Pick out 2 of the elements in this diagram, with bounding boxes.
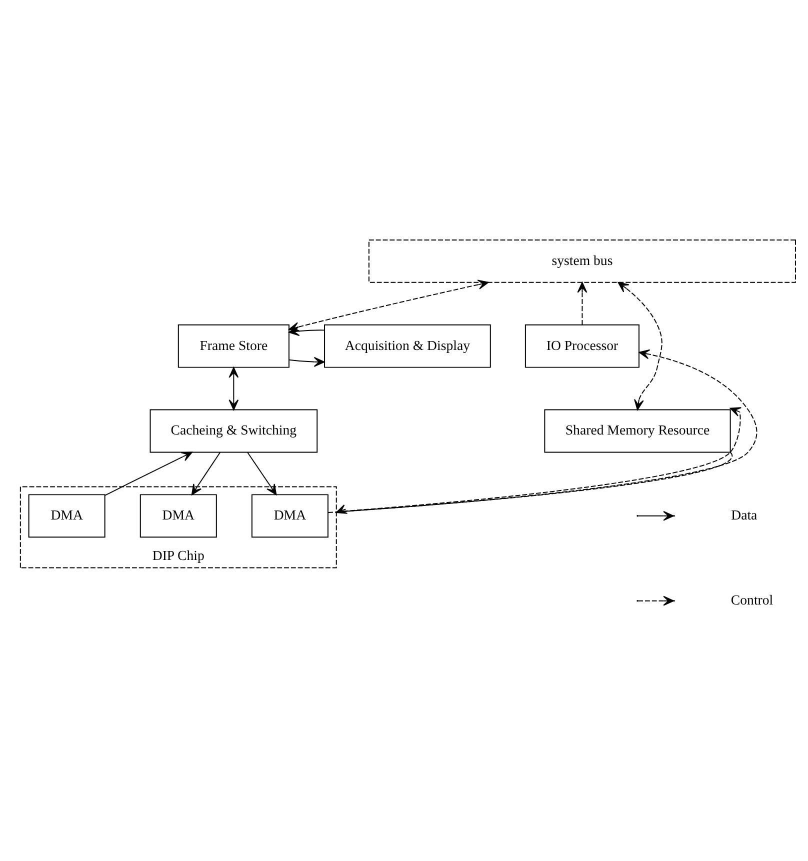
- legend-label: Control: [730, 592, 774, 607]
- legend-label: Data: [731, 507, 758, 522]
